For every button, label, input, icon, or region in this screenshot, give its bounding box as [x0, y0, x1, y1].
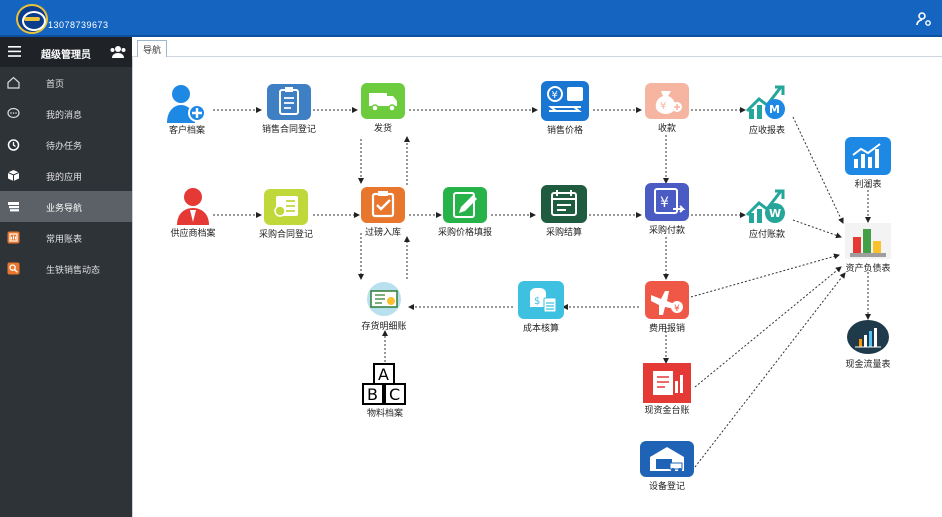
truck-icon	[361, 83, 405, 119]
node-weighing-inbound[interactable]: 过磅入库	[361, 187, 405, 239]
node-payable-ledger[interactable]: W 应付账款	[745, 185, 789, 239]
sidebar-item-iron-sales[interactable]: 生铁销售动态	[0, 253, 132, 284]
cube-icon	[7, 170, 20, 181]
plane-yen-icon: ¥	[645, 281, 689, 319]
chart-up-w-icon: W	[745, 189, 785, 223]
report-icon	[7, 231, 20, 244]
node-sales-contract[interactable]: 销售合同登记	[262, 84, 316, 136]
sidebar-item-label: 我的应用	[46, 172, 83, 182]
sidebar-item-label: 我的消息	[46, 110, 83, 120]
node-expense-reimbursement[interactable]: ¥ 费用报销	[645, 281, 689, 333]
users-icon[interactable]	[110, 45, 126, 59]
clipboard-icon	[267, 84, 311, 120]
sidebar-item-apps[interactable]: 我的应用	[0, 160, 132, 191]
node-purchase-contract[interactable]: 采购合同登记	[259, 189, 313, 241]
svg-text:¥: ¥	[552, 90, 558, 101]
chat-bubble-icon	[7, 107, 20, 119]
node-profit-statement[interactable]: 利润表	[845, 137, 891, 191]
timer-icon	[7, 139, 20, 151]
customer-add-icon	[167, 85, 206, 123]
sidebar-item-todo[interactable]: 待办任务	[0, 129, 132, 160]
sidebar-item-messages[interactable]: 我的消息	[0, 98, 132, 129]
money-calculator-icon: $	[518, 281, 564, 319]
sidebar: 超级管理员 首页 我的消息 待办任务 我的应用 业务导航 常用账表 生铁销售动态	[0, 37, 132, 517]
svg-text:C: C	[389, 385, 400, 404]
layers-icon	[8, 202, 19, 212]
sidebar-item-label: 首页	[46, 79, 65, 89]
red-ledger-icon	[643, 363, 691, 403]
tab-bar: 导航	[132, 37, 942, 57]
yen-transfer-icon: ¥	[645, 183, 689, 221]
svg-text:A: A	[378, 365, 389, 384]
home-icon	[7, 76, 20, 89]
top-bar: 13078739673	[0, 0, 942, 37]
node-sales-price[interactable]: ¥ 销售价格	[541, 81, 589, 135]
svg-text:M: M	[769, 103, 780, 116]
company-logo[interactable]	[16, 4, 48, 34]
svg-text:$: $	[534, 296, 540, 307]
node-equipment-registration[interactable]: 设备登记	[640, 441, 694, 493]
sidebar-header: 超级管理员	[0, 37, 132, 67]
node-purchase-price-fill[interactable]: 采购价格填报	[438, 187, 492, 239]
node-receipt[interactable]: ¥ 收款	[645, 83, 689, 135]
svg-text:¥: ¥	[660, 195, 669, 211]
svg-text:B: B	[367, 385, 378, 404]
sidebar-item-home[interactable]: 首页	[0, 67, 132, 98]
tab-navigation[interactable]: 导航	[137, 40, 168, 57]
pen-document-icon	[443, 187, 487, 223]
node-inventory-ledger[interactable]: 存货明细账	[361, 281, 407, 335]
header-phone: 13078739673	[48, 20, 109, 30]
node-shipping[interactable]: 发货	[361, 83, 405, 135]
sidebar-item-label: 待办任务	[46, 141, 83, 151]
garage-truck-icon	[640, 441, 694, 477]
supplier-person-icon	[177, 188, 209, 225]
user-settings-icon[interactable]	[916, 11, 932, 27]
menu-icon[interactable]	[8, 46, 21, 57]
business-flow-canvas: 客户档案 销售合同登记 发货 ¥ 销售价格 ¥ 收款 M 应收报表 利润表	[132, 57, 942, 517]
calendar-list-icon	[541, 185, 587, 223]
sidebar-item-label: 生铁销售动态	[46, 265, 101, 275]
contract-coin-icon	[264, 189, 308, 225]
svg-text:¥: ¥	[674, 304, 680, 314]
chart-up-m-icon: M	[745, 85, 785, 119]
check-clipboard-icon	[361, 187, 405, 223]
balance-bars-icon	[845, 223, 891, 259]
node-purchase-settlement[interactable]: 采购结算	[541, 185, 587, 239]
certificate-icon	[367, 282, 401, 316]
node-balance-sheet[interactable]: 资产负债表	[845, 223, 891, 277]
svg-text:¥: ¥	[660, 101, 666, 112]
sidebar-item-business-nav[interactable]: 业务导航	[0, 191, 132, 222]
node-customer-file[interactable]: 客户档案	[165, 83, 206, 135]
node-purchase-payment[interactable]: ¥ 采购付款	[645, 183, 689, 235]
sidebar-item-label: 业务导航	[46, 203, 83, 213]
svg-text:W: W	[769, 207, 781, 220]
currency-exchange-icon: ¥	[541, 81, 589, 121]
node-cash-flow[interactable]: 现金流量表	[845, 319, 891, 373]
dark-chart-icon	[847, 320, 889, 354]
search-icon	[7, 262, 20, 275]
admin-label: 超级管理员	[41, 50, 91, 61]
node-cash-journal[interactable]: 现资金台账	[643, 363, 691, 415]
flow-connectors	[213, 107, 871, 468]
node-receivable-report[interactable]: M 应收报表	[745, 81, 789, 135]
money-bag-icon: ¥	[645, 83, 689, 119]
sidebar-item-reports[interactable]: 常用账表	[0, 222, 132, 253]
bar-chart-icon	[845, 137, 891, 175]
sidebar-item-label: 常用账表	[46, 234, 83, 244]
node-supplier-file[interactable]: 供应商档案	[170, 187, 216, 239]
node-cost-accounting[interactable]: $ 成本核算	[518, 281, 564, 335]
